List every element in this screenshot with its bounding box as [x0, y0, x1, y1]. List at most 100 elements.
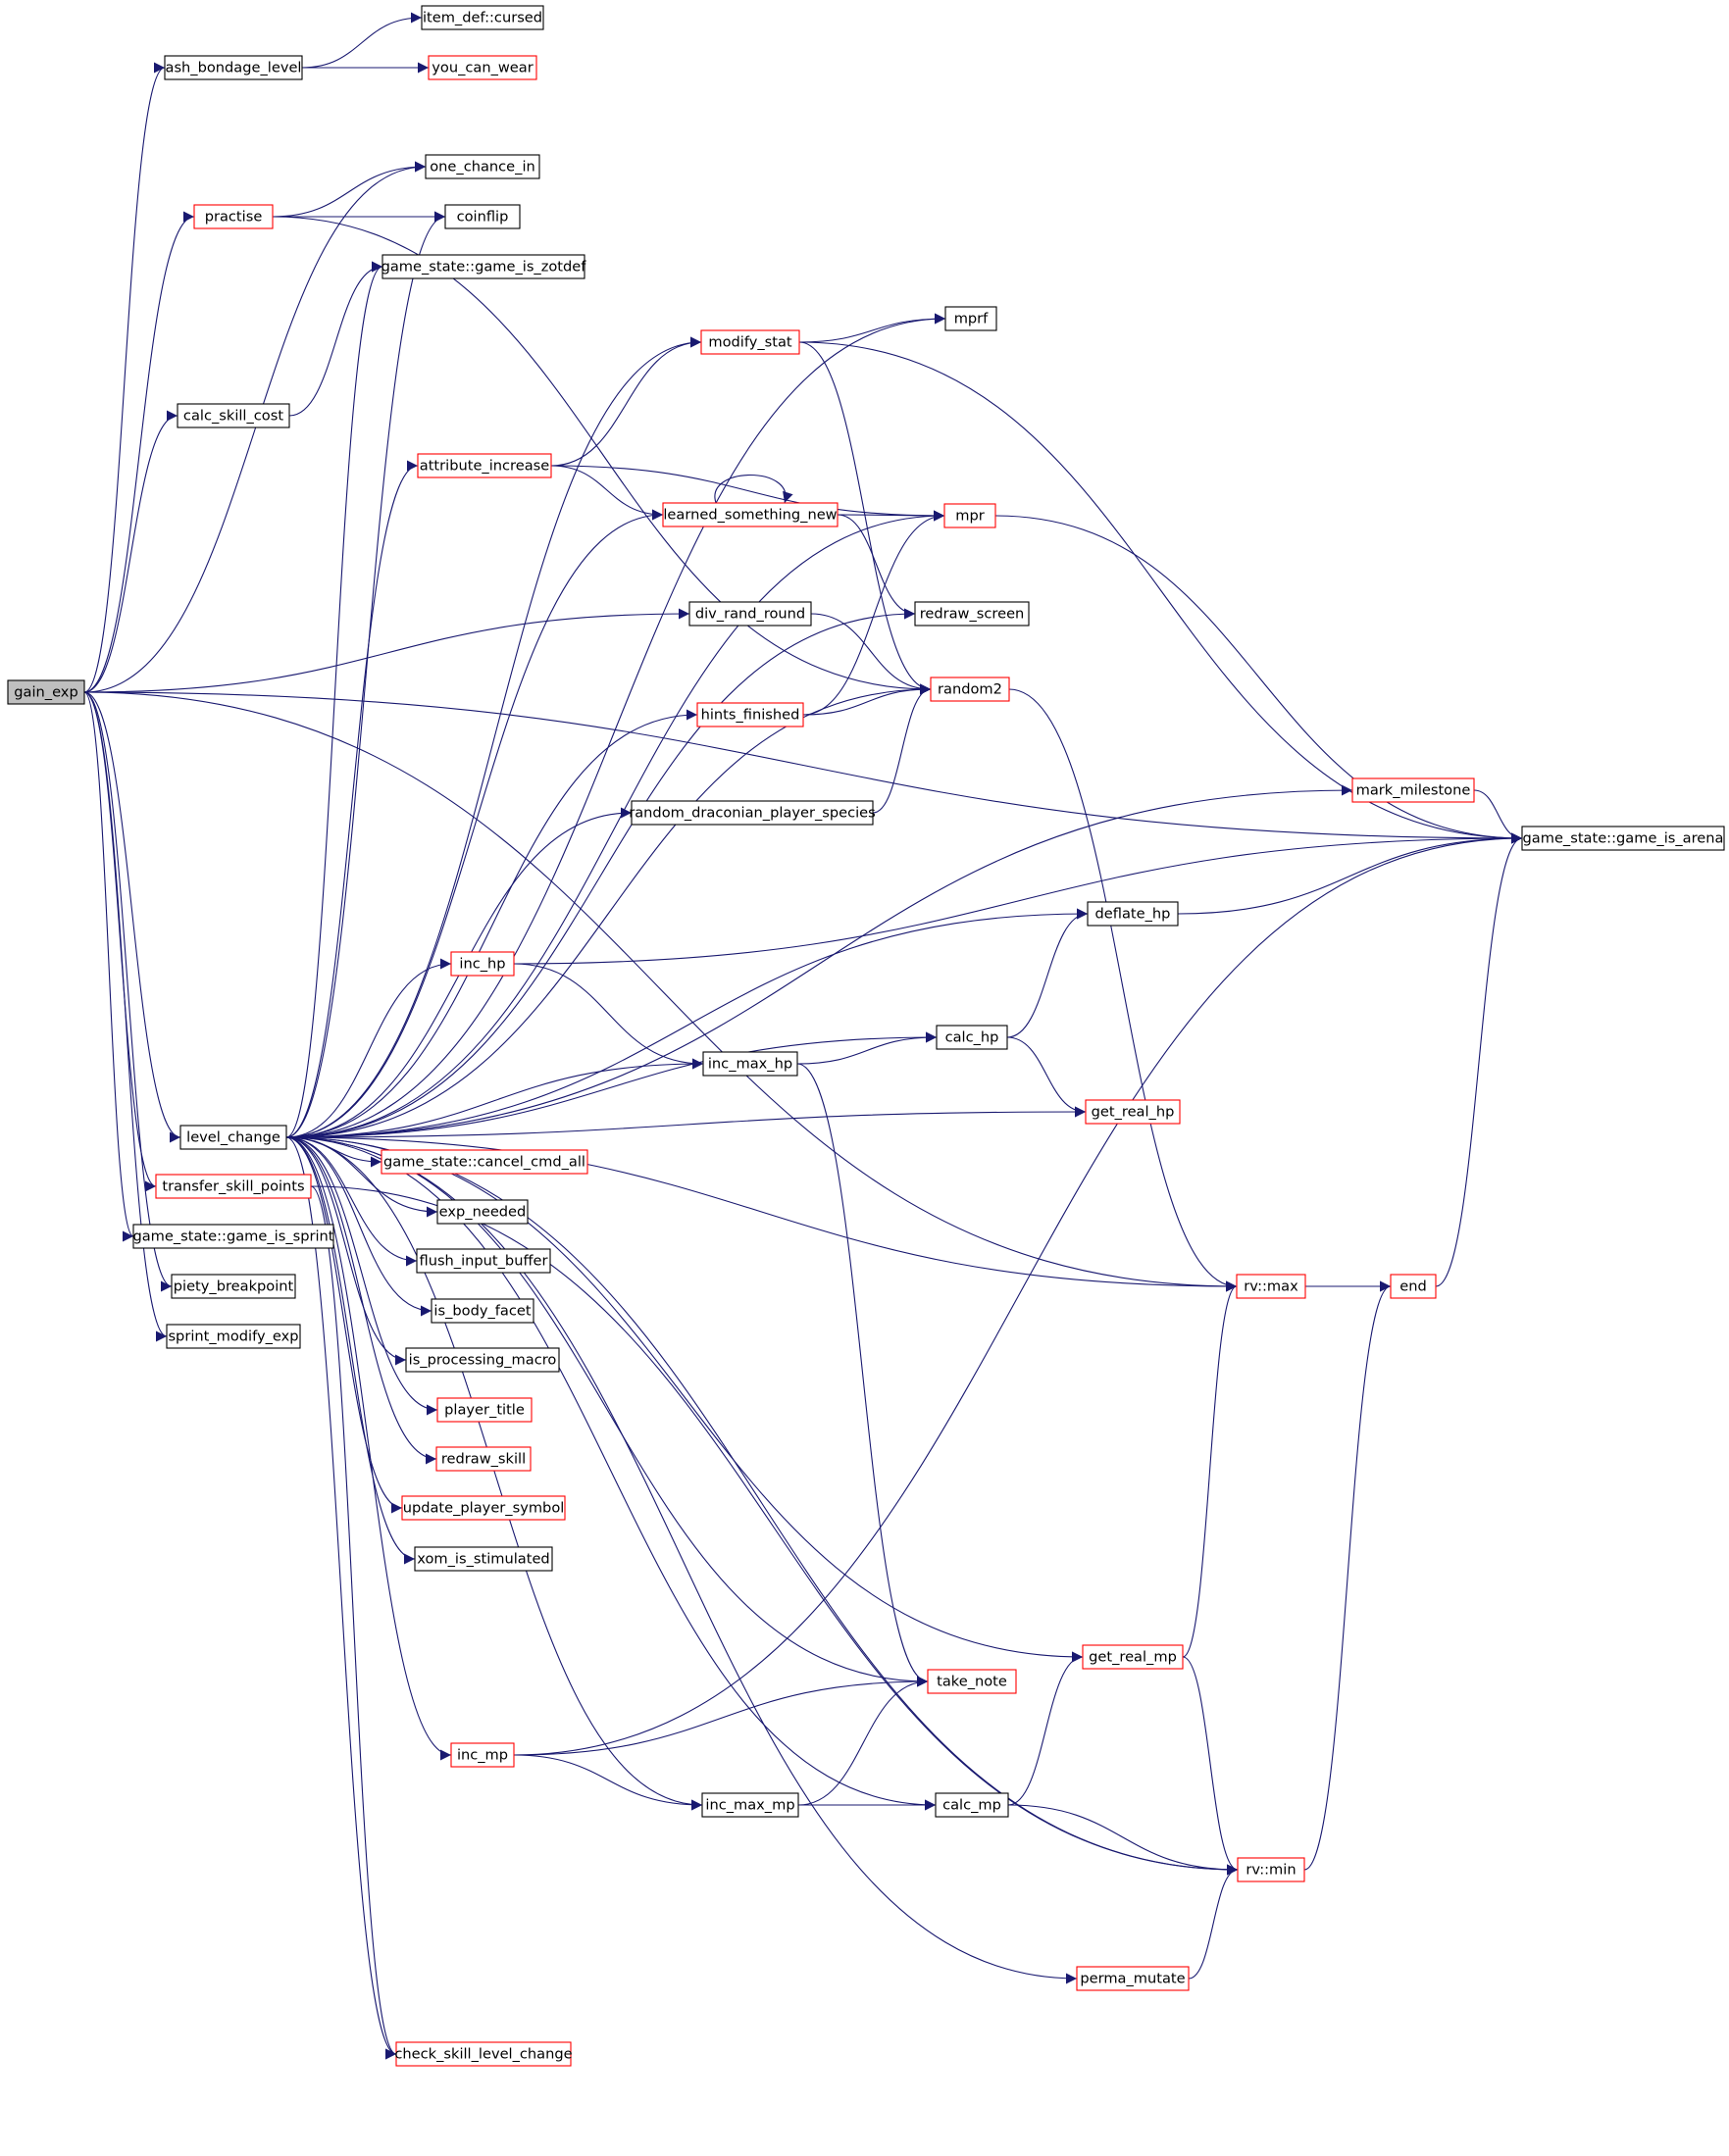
node-box: [1351, 777, 1475, 803]
node-update-player-symbol[interactable]: update_player_symbol: [401, 1495, 566, 1521]
edge-level-change-to-game-is-zotdef: [285, 261, 383, 1138]
node-redraw-screen[interactable]: redraw_screen: [914, 601, 1030, 627]
node-one-chance-in[interactable]: one_chance_in: [425, 154, 540, 179]
node-is-body-facet[interactable]: is_body_facet: [431, 1298, 534, 1324]
node-is-processing-macro[interactable]: is_processing_macro: [405, 1347, 560, 1373]
node-attribute-increase[interactable]: attribute_increase: [417, 453, 552, 478]
node-coinflip[interactable]: coinflip: [444, 204, 521, 229]
node-mprf[interactable]: mprf: [944, 306, 997, 331]
edge-gain-exp-to-rv-max: [83, 691, 1238, 1292]
edge-level-change-to-calc-hp: [285, 1031, 938, 1138]
node-item-def-cursed[interactable]: item_def::cursed: [421, 5, 544, 30]
node-calc-mp[interactable]: calc_mp: [935, 1792, 1009, 1818]
edge-inc-max-hp-to-calc-hp: [796, 1031, 938, 1065]
node-box: [435, 1446, 532, 1472]
node-label: modify_stat: [708, 334, 792, 351]
edge-level-change-to-take-note: [285, 1136, 929, 1687]
edge-modify-stat-to-mprf: [798, 313, 946, 343]
node-get-real-mp[interactable]: get_real_mp: [1082, 1644, 1184, 1670]
edge-get-real-mp-to-rv-max: [1182, 1280, 1238, 1658]
edge-level-change-to-inc-hp: [285, 958, 452, 1138]
node-exp-needed[interactable]: exp_needed: [436, 1199, 529, 1225]
node-label: perma_mutate: [1080, 1971, 1185, 1987]
node-box: [450, 951, 515, 977]
node-label: rv::min: [1246, 1862, 1296, 1879]
node-box: [696, 702, 804, 727]
node-level-change[interactable]: level_change: [179, 1125, 287, 1150]
edge-gain-exp-to-piety-breakpoint: [83, 691, 173, 1292]
edge-learned-something-new-to-mpr: [837, 510, 945, 522]
node-label: mpr: [955, 508, 984, 525]
node-label: inc_hp: [459, 956, 505, 973]
node-game-is-arena[interactable]: game_state::game_is_arena: [1521, 826, 1725, 851]
node-label: take_note: [937, 1674, 1007, 1690]
node-random2[interactable]: random2: [930, 677, 1010, 702]
node-sprint-modify-exp[interactable]: sprint_modify_exp: [166, 1324, 301, 1349]
node-label: hints_finished: [701, 707, 800, 724]
edge-level-change-to-redraw-screen: [285, 608, 916, 1138]
node-take-note[interactable]: take_note: [927, 1669, 1017, 1694]
node-inc-max-hp[interactable]: inc_max_hp: [702, 1051, 798, 1077]
node-div-rand-round[interactable]: div_rand_round: [688, 601, 812, 627]
node-inc-max-mp[interactable]: inc_max_mp: [701, 1792, 799, 1818]
edge-transfer-skill-points-to-check-skill-level-change: [310, 1185, 397, 2060]
node-box: [631, 800, 874, 826]
edge-practise-to-random2: [272, 216, 932, 695]
edge-mark-milestone-to-game-is-arena: [1473, 789, 1523, 844]
node-box: [444, 204, 521, 229]
node-deflate-hp[interactable]: deflate_hp: [1087, 901, 1179, 927]
node-label: redraw_screen: [920, 606, 1025, 623]
edge-level-change-to-perma-mutate: [285, 1136, 1078, 1984]
node-label: check_skill_level_change: [394, 2046, 572, 2063]
edge-random2-to-rv-max: [1008, 688, 1238, 1292]
edge-level-change-to-inc-mp: [285, 1136, 452, 1761]
node-learned-something-new[interactable]: learned_something_new: [662, 502, 839, 527]
node-label: div_rand_round: [695, 606, 805, 623]
edge-calc-skill-cost-to-game-is-zotdef: [288, 261, 383, 417]
node-check-skill-level-change[interactable]: check_skill_level_change: [394, 2041, 573, 2067]
edge-end-to-game-is-arena: [1435, 832, 1523, 1287]
node-flush-input-buffer[interactable]: flush_input_buffer: [416, 1248, 551, 1274]
node-box: [425, 154, 540, 179]
node-inc-mp[interactable]: inc_mp: [450, 1742, 515, 1768]
node-mpr[interactable]: mpr: [943, 503, 996, 528]
node-box: [416, 1248, 551, 1274]
node-piety-breakpoint[interactable]: piety_breakpoint: [171, 1274, 296, 1299]
edge-learned-something-new-to-learned-something-new: [714, 474, 793, 504]
node-inc-hp[interactable]: inc_hp: [450, 951, 515, 977]
node-practise[interactable]: practise: [193, 204, 274, 229]
node-player-title[interactable]: player_title: [436, 1397, 533, 1423]
node-end[interactable]: end: [1390, 1274, 1437, 1299]
node-you-can-wear[interactable]: you_can_wear: [428, 55, 537, 80]
edge-inc-mp-to-game-is-arena: [513, 832, 1523, 1756]
node-perma-mutate[interactable]: perma_mutate: [1076, 1966, 1190, 1991]
node-game-is-zotdef[interactable]: game_state::game_is_zotdef: [381, 254, 587, 279]
node-box: [1521, 826, 1725, 851]
node-box: [944, 306, 997, 331]
node-box: [688, 601, 812, 627]
node-box: [914, 601, 1030, 627]
node-hints-finished[interactable]: hints_finished: [696, 702, 804, 727]
node-cancel-cmd-all[interactable]: game_state::cancel_cmd_all: [381, 1149, 588, 1175]
node-random-draconian-player-species[interactable]: random_draconian_player_species: [629, 800, 876, 826]
edge-level-change-to-rv-min: [285, 1136, 1239, 1876]
node-xom-is-stimulated[interactable]: xom_is_stimulated: [414, 1546, 553, 1572]
node-get-real-hp[interactable]: get_real_hp: [1085, 1099, 1181, 1125]
node-transfer-skill-points[interactable]: transfer_skill_points: [155, 1174, 312, 1199]
edge-attribute-increase-to-modify-stat: [550, 336, 702, 467]
node-redraw-skill[interactable]: redraw_skill: [435, 1446, 532, 1472]
node-modify-stat[interactable]: modify_stat: [700, 329, 800, 355]
node-gain-exp[interactable]: gain_exp: [7, 679, 85, 705]
node-calc-hp[interactable]: calc_hp: [936, 1025, 1008, 1050]
node-label: attribute_increase: [420, 458, 549, 475]
edge-gain-exp-to-practise: [83, 211, 195, 693]
node-rv-min[interactable]: rv::min: [1237, 1857, 1305, 1882]
node-calc-skill-cost[interactable]: calc_skill_cost: [177, 403, 290, 428]
node-box: [7, 679, 85, 705]
node-rv-max[interactable]: rv::max: [1236, 1274, 1306, 1299]
node-mark-milestone[interactable]: mark_milestone: [1351, 777, 1475, 803]
node-label: you_can_wear: [432, 60, 533, 76]
node-ash-bondage-level[interactable]: ash_bondage_level: [164, 55, 303, 80]
node-game-is-sprint[interactable]: game_state::game_is_sprint: [132, 1224, 334, 1249]
node-box: [171, 1274, 296, 1299]
